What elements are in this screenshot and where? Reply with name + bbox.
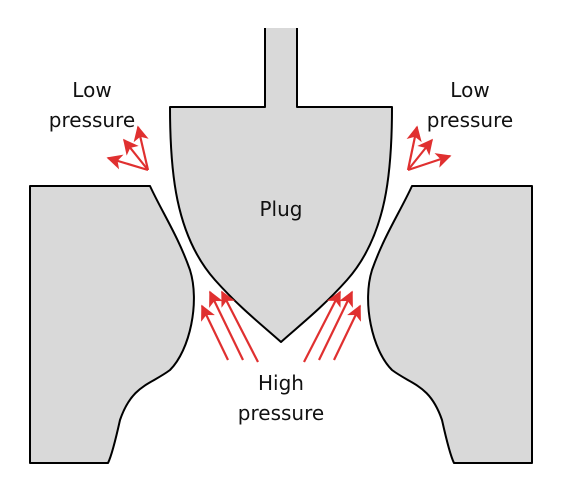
low-pressure-label-right-line1: Low [450, 78, 489, 102]
high-pressure-label-line2: pressure [238, 401, 324, 425]
high-pressure-label-line1: High [258, 371, 304, 395]
valve-plug [169, 28, 393, 343]
low-pressure-label-left-line1: Low [72, 78, 111, 102]
low-pressure-label-right-line2: pressure [427, 108, 513, 132]
left-seat-body [29, 185, 195, 464]
low-pressure-arrows-right [406, 125, 452, 172]
right-seat-body [367, 185, 533, 464]
high-pressure-arrows-left [201, 290, 259, 363]
low-pressure-arrows-left [106, 125, 150, 172]
low-pressure-label-left-line2: pressure [49, 108, 135, 132]
plug-label: Plug [260, 197, 303, 221]
high-pressure-arrows-right [303, 290, 361, 363]
